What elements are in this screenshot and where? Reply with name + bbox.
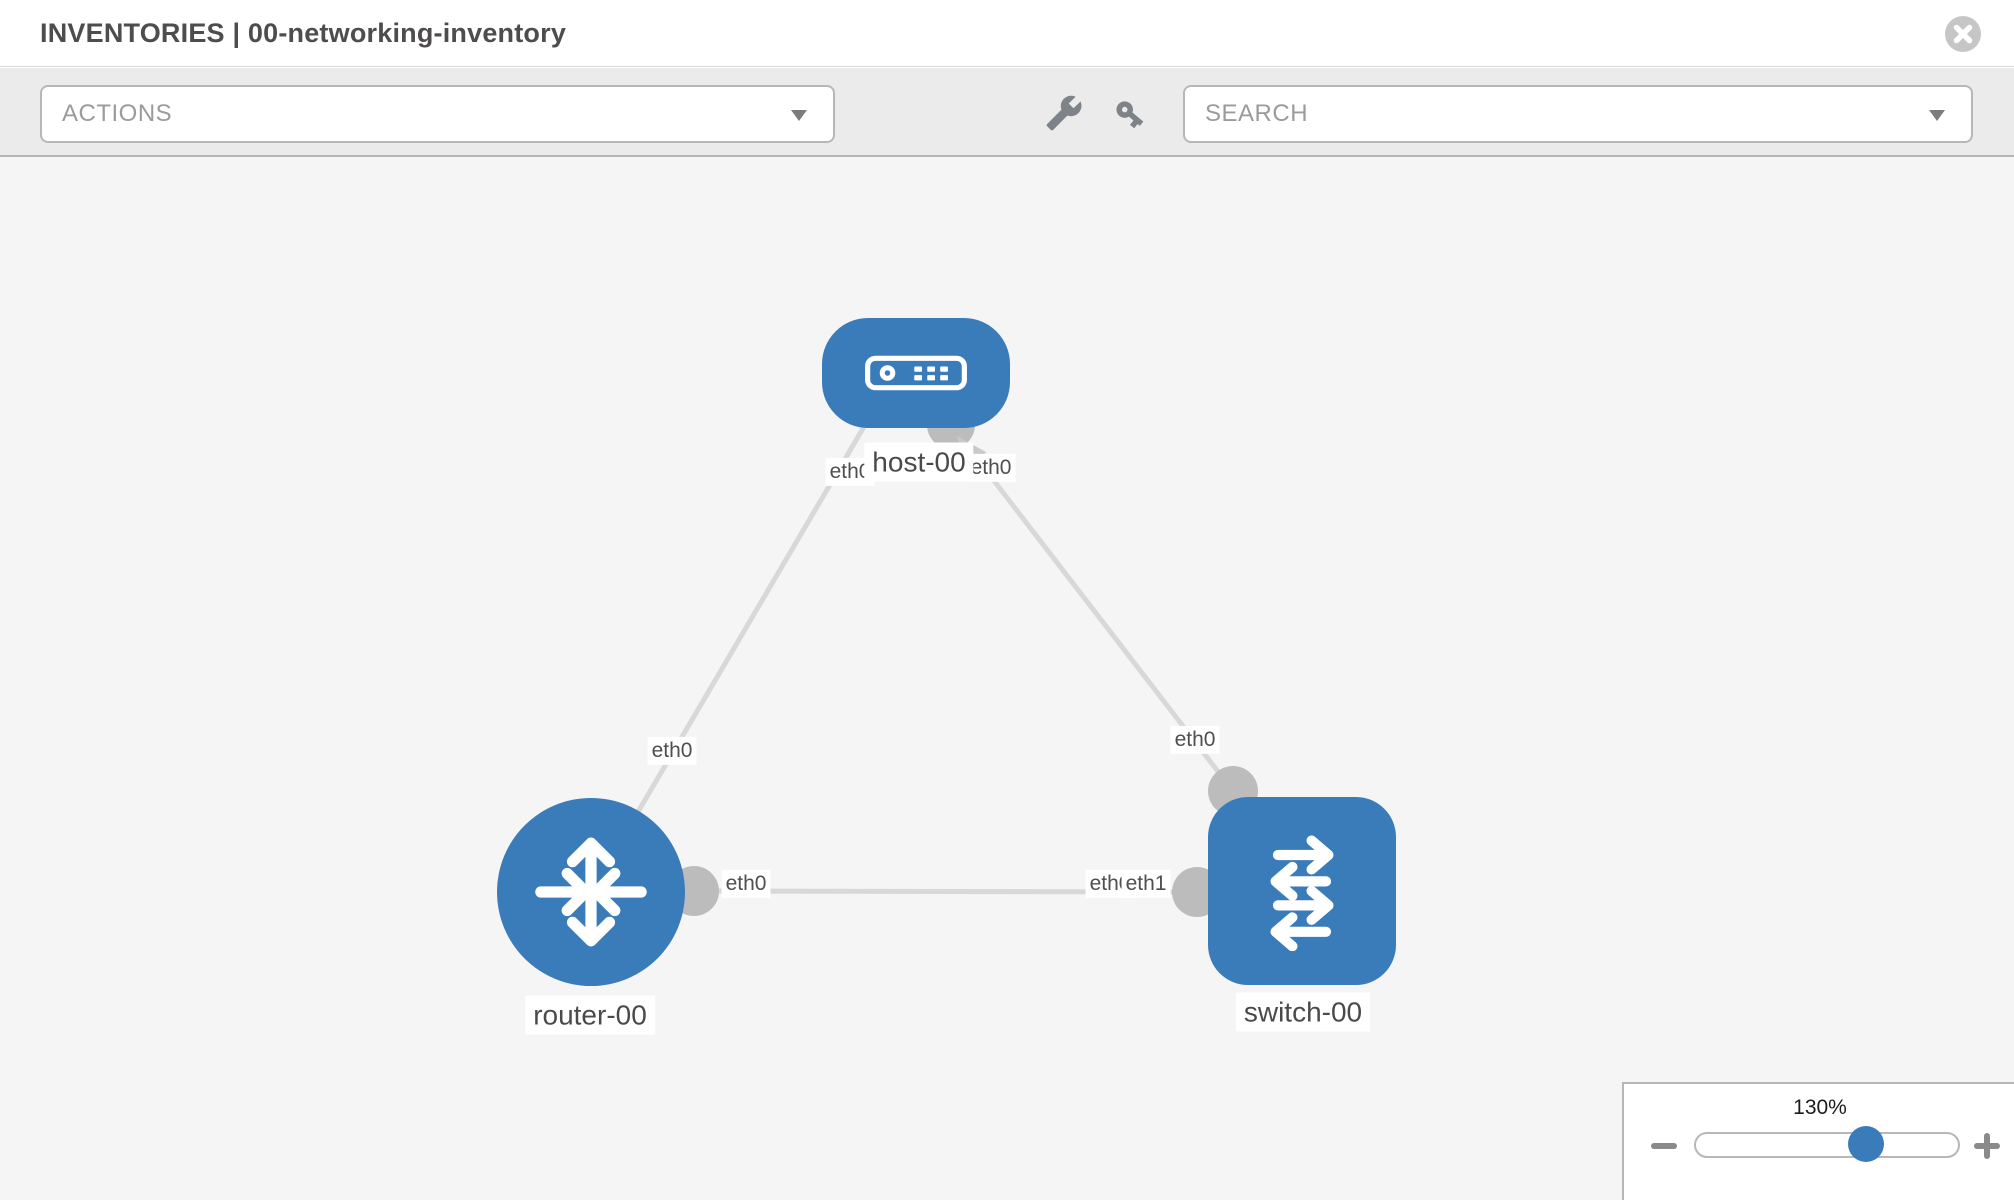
chevron-down-icon (1929, 110, 1945, 121)
topology-canvas[interactable]: host-00 router-00 switch-00 eth0 eth0 et… (0, 157, 2014, 1200)
interface-label-eth0: eth0 (647, 736, 697, 766)
zoom-out-button[interactable] (1642, 1124, 1686, 1168)
minus-icon (1651, 1143, 1677, 1149)
zoom-panel: 130% (1622, 1082, 2014, 1200)
panel-header: INVENTORIES | 00-networking-inventory (0, 0, 2014, 67)
zoom-in-button[interactable] (1965, 1124, 2009, 1168)
toolbar: ACTIONS SEARCH (0, 68, 2014, 157)
zoom-level: 130% (1793, 1096, 1847, 1119)
close-button[interactable] (1945, 16, 1981, 52)
key-icon (1116, 101, 1144, 129)
search-dropdown-label: SEARCH (1205, 100, 1309, 127)
link-layer (588, 401, 1258, 917)
host-icon (865, 355, 967, 391)
actions-dropdown[interactable]: ACTIONS (40, 85, 835, 143)
switch-icon (1270, 835, 1334, 951)
zoom-slider[interactable] (1694, 1126, 1960, 1162)
wrench-icon (1046, 95, 1082, 130)
page-title: INVENTORIES | 00-networking-inventory (40, 18, 567, 48)
actions-dropdown-label: ACTIONS (62, 100, 173, 127)
tools-button[interactable] (1040, 92, 1088, 136)
node-label-host-00: host-00 (864, 442, 974, 482)
node-router-00[interactable] (497, 798, 685, 986)
credentials-button[interactable] (1106, 92, 1154, 136)
node-label-switch-00: switch-00 (1235, 992, 1371, 1032)
search-dropdown[interactable]: SEARCH (1183, 85, 1973, 143)
zoom-slider-thumb[interactable] (1848, 1126, 1884, 1162)
node-host-00[interactable] (822, 318, 1010, 428)
interface-label-eth0: eth0 (966, 453, 1016, 483)
node-label-router-00: router-00 (525, 995, 655, 1035)
interface-label-eth0: eth0 (721, 869, 771, 899)
plus-icon (1984, 1133, 1990, 1159)
router-icon (535, 837, 647, 947)
node-switch-00[interactable] (1208, 797, 1396, 985)
interface-label-eth0: eth0 (1170, 725, 1220, 755)
close-icon (1945, 16, 1981, 52)
interface-label-eth1: eth1 (1121, 869, 1171, 899)
chevron-down-icon (791, 110, 807, 121)
